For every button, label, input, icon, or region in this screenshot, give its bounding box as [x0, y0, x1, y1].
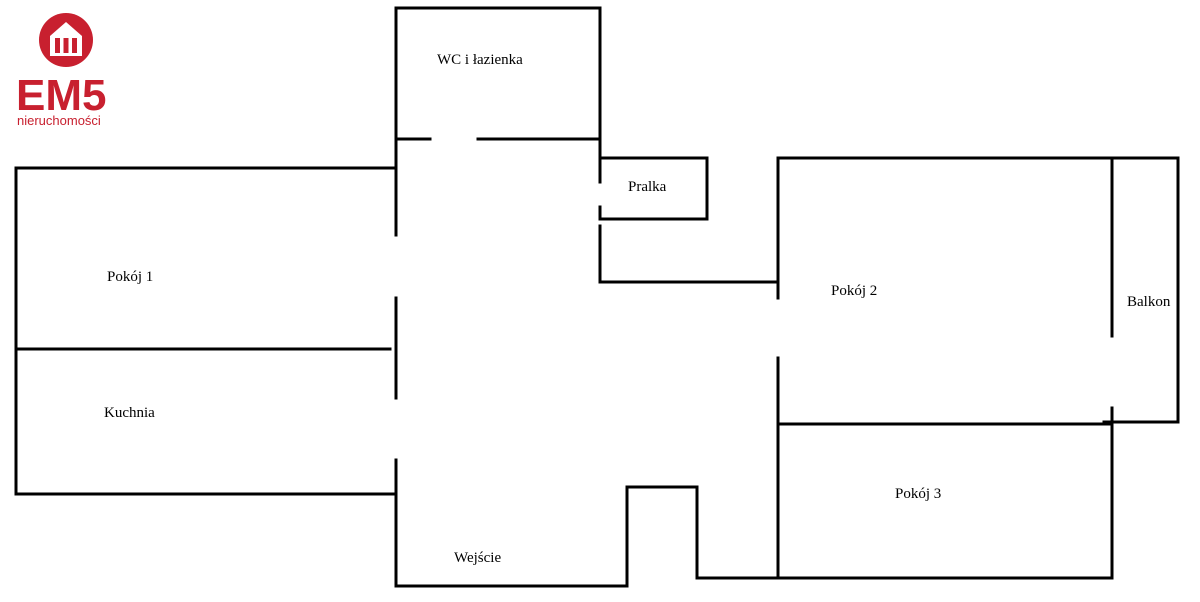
- logo-subtitle: nieruchomości: [17, 113, 101, 128]
- room-label-kuchnia: Kuchnia: [104, 405, 155, 421]
- room-labels: WC i łazienka Pralka Pokój 1 Pokój 2 Bal…: [104, 52, 1171, 566]
- room-label-wejscie: Wejście: [454, 550, 501, 566]
- room-label-pokoj-1: Pokój 1: [107, 269, 153, 285]
- walls: [14, 6, 1180, 588]
- logo-brand: EM5: [16, 71, 106, 120]
- room-label-wc: WC i łazienka: [437, 52, 523, 68]
- room-label-balkon: Balkon: [1127, 294, 1171, 310]
- company-logo: EM5 nieruchomości: [16, 13, 106, 128]
- room-label-pralka: Pralka: [628, 179, 667, 195]
- house-icon: [39, 13, 93, 67]
- room-label-pokoj-2: Pokój 2: [831, 283, 877, 299]
- room-label-pokoj-3: Pokój 3: [895, 486, 941, 502]
